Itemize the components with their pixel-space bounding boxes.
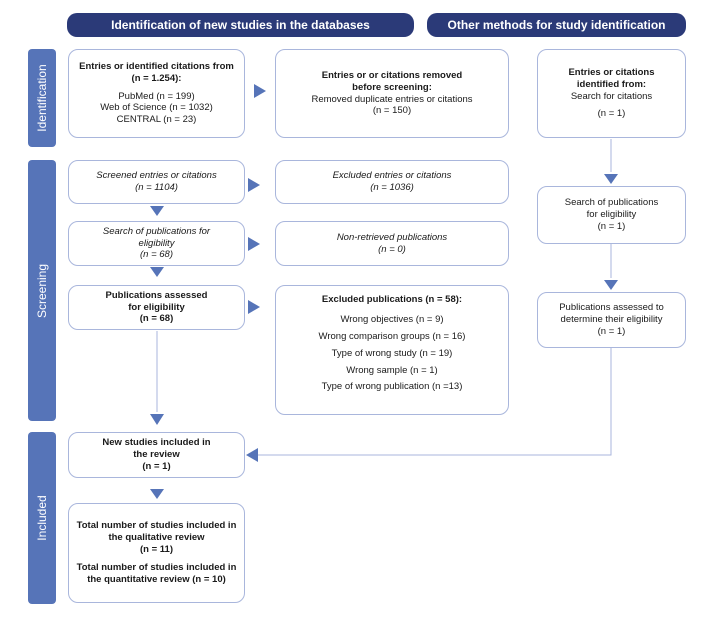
other-search-box: Search of publications for eligibility (… bbox=[537, 186, 686, 244]
other-identified-count: (n = 1) bbox=[597, 108, 626, 120]
header-other-methods: Other methods for study identification bbox=[427, 13, 686, 37]
total-studies-box: Total number of studies included in the … bbox=[68, 503, 245, 603]
assessed-title: Publications assessed for eligibility bbox=[105, 289, 208, 313]
exclusion-reason: Wrong comparison groups (n = 16) bbox=[318, 330, 466, 342]
arrow-right bbox=[248, 237, 260, 251]
central-count: CENTRAL (n = 23) bbox=[116, 114, 197, 126]
arrow-down bbox=[150, 414, 164, 425]
screened-title: Screened entries or citations bbox=[96, 170, 217, 182]
arrow-down bbox=[150, 206, 164, 216]
other-identified-source: Search for citations bbox=[570, 90, 653, 102]
wos-count: Web of Science (n = 1032) bbox=[100, 102, 213, 114]
arrow-right bbox=[248, 300, 260, 314]
assessed-count: (n = 68) bbox=[139, 313, 174, 325]
removed-records-box: Entries or or citations removed before s… bbox=[275, 49, 509, 138]
exclusion-reason: Wrong objectives (n = 9) bbox=[340, 313, 444, 325]
non-retrieved-count: (n = 0) bbox=[378, 243, 406, 255]
total-qualitative: Total number of studies included in the … bbox=[76, 520, 237, 544]
excluded-publications-title: Excluded publications (n = 58): bbox=[321, 294, 463, 305]
new-included-count: (n = 1) bbox=[142, 460, 171, 472]
other-search-count: (n = 1) bbox=[597, 220, 626, 232]
identified-records-box: Entries or identified citations from (n … bbox=[68, 49, 245, 138]
arrow-down bbox=[604, 174, 618, 184]
arrow-right bbox=[254, 84, 266, 98]
new-studies-included-box: New studies included in the review (n = … bbox=[68, 432, 245, 478]
assessed-eligibility-box: Publications assessed for eligibility (n… bbox=[68, 285, 245, 330]
exclusion-reason: Type of wrong study (n = 19) bbox=[331, 347, 453, 359]
other-assessed-count: (n = 1) bbox=[597, 325, 626, 337]
total-qualitative-count: (n = 11) bbox=[140, 544, 173, 556]
removed-title: Entries or or citations removed before s… bbox=[321, 69, 463, 93]
search-publications-count: (n = 68) bbox=[139, 249, 173, 261]
excluded-entries-title: Excluded entries or citations bbox=[332, 170, 452, 182]
removed-detail: Removed duplicate entries or citations (… bbox=[311, 93, 473, 117]
other-search-title: Search of publications for eligibility bbox=[564, 197, 659, 221]
new-included-title: New studies included in the review bbox=[102, 437, 211, 461]
arrow-left bbox=[246, 448, 258, 462]
other-identified-title: Entries or citations identified from: bbox=[568, 66, 655, 90]
total-quantitative: Total number of studies included in the … bbox=[76, 561, 237, 585]
arrow-down bbox=[150, 267, 164, 277]
non-retrieved-box: Non-retrieved publications (n = 0) bbox=[275, 221, 509, 266]
identified-title: Entries or identified citations from (n … bbox=[79, 60, 234, 84]
header-databases: Identification of new studies in the dat… bbox=[67, 13, 414, 37]
arrow-right bbox=[248, 178, 260, 192]
screened-box: Screened entries or citations (n = 1104) bbox=[68, 160, 245, 204]
phase-screening: Screening bbox=[28, 160, 56, 421]
phase-identification: Identification bbox=[28, 49, 56, 147]
excluded-entries-box: Excluded entries or citations (n = 1036) bbox=[275, 160, 509, 204]
exclusion-reason: Wrong sample (n = 1) bbox=[346, 364, 438, 376]
arrow-down bbox=[604, 280, 618, 290]
arrow-down bbox=[150, 489, 164, 499]
other-identified-box: Entries or citations identified from: Se… bbox=[537, 49, 686, 138]
phase-included: Included bbox=[28, 432, 56, 604]
screened-count: (n = 1104) bbox=[135, 182, 178, 193]
non-retrieved-title: Non-retrieved publications bbox=[336, 231, 448, 243]
excluded-entries-count: (n = 1036) bbox=[370, 182, 414, 193]
excluded-publications-box: Excluded publications (n = 58): Wrong ob… bbox=[275, 285, 509, 415]
other-assessed-title: Publications assessed to determine their… bbox=[559, 302, 664, 326]
other-assessed-box: Publications assessed to determine their… bbox=[537, 292, 686, 348]
pubmed-count: PubMed (n = 199) bbox=[118, 90, 195, 102]
exclusion-reason: Type of wrong publication (n =13) bbox=[321, 381, 463, 393]
search-publications-title: Search of publications for eligibility bbox=[102, 225, 211, 249]
search-publications-box: Search of publications for eligibility (… bbox=[68, 221, 245, 266]
